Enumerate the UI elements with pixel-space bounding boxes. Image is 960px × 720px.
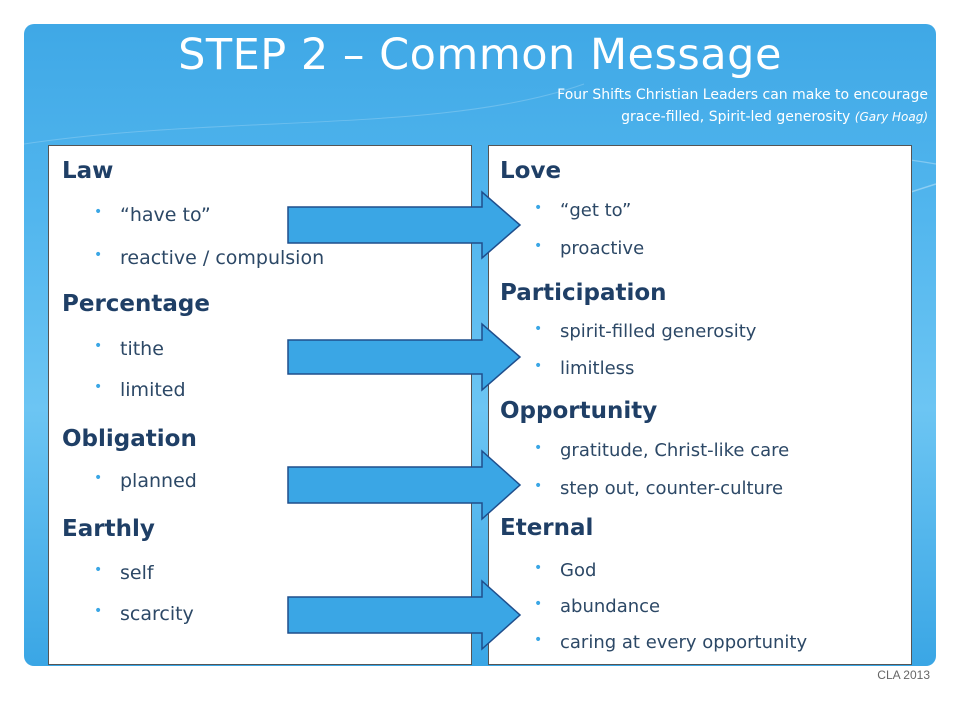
list-item-self: • self [94, 562, 154, 584]
bullet-dot-icon: • [94, 562, 103, 578]
list-item-scarcity: • scarcity [94, 603, 194, 625]
list-item-have-to: • “have to” [94, 204, 211, 226]
heading-opportunity: Opportunity [500, 398, 658, 424]
right-panel-love: Love •“get to” •proactive Participation … [488, 145, 912, 665]
bullet-dot-icon: • [534, 321, 543, 337]
list-item-proactive: • proactive [534, 238, 645, 259]
slide-title: STEP 2 – Common Message [178, 30, 782, 80]
heading-percentage: Percentage [62, 291, 210, 317]
list-item-reactive: • reactive / compulsion [94, 247, 325, 269]
heading-participation: Participation [500, 280, 667, 306]
item-text: limitless [560, 358, 635, 379]
list-item-limited: • limited [94, 379, 186, 401]
bullet-dot-icon: • [534, 478, 543, 494]
item-text: gratitude, Christ-like care [560, 440, 790, 461]
item-text: reactive / compulsion [120, 247, 325, 269]
footer-credit: CLA 2013 [877, 668, 930, 682]
item-text: planned [120, 470, 197, 492]
item-text: tithe [120, 338, 164, 360]
subtitle-line-2: grace-filled, Spirit-led generosity (Gar… [557, 106, 928, 128]
bullet-dot-icon: • [94, 603, 103, 619]
list-item-step-out: • step out, counter-culture [534, 478, 784, 499]
subtitle-line-2-text: grace-filled, Spirit-led generosity [621, 109, 851, 125]
heading-eternal: Eternal [500, 515, 594, 541]
right-arrow-icon [287, 579, 522, 651]
heading-love: Love [500, 158, 562, 184]
item-text: God [560, 560, 597, 581]
list-item-get-to: • “get to” [534, 200, 632, 221]
right-arrow-icon [287, 322, 522, 392]
bullet-dot-icon: • [534, 560, 543, 576]
bullet-dot-icon: • [94, 379, 103, 395]
list-item-caring: • caring at every opportunity [534, 632, 808, 653]
item-text: “get to” [560, 200, 632, 221]
subtitle-line-1: Four Shifts Christian Leaders can make t… [557, 87, 928, 103]
bullet-dot-icon: • [534, 596, 543, 612]
item-text: “have to” [120, 204, 211, 226]
item-text: spirit-filled generosity [560, 321, 757, 342]
list-item-spirit-filled: • spirit-filled generosity [534, 321, 757, 342]
right-arrow-icon [287, 449, 522, 521]
bullet-dot-icon: • [94, 247, 103, 263]
item-text: self [120, 562, 154, 584]
list-item-gratitude: • gratitude, Christ-like care [534, 440, 790, 461]
item-text: step out, counter-culture [560, 478, 784, 499]
bullet-dot-icon: • [534, 440, 543, 456]
bullet-dot-icon: • [534, 632, 543, 648]
heading-earthly: Earthly [62, 516, 155, 542]
item-text: scarcity [120, 603, 194, 625]
item-text: proactive [560, 238, 645, 259]
right-arrow-icon [287, 190, 522, 260]
bullet-dot-icon: • [534, 358, 543, 374]
list-item-tithe: • tithe [94, 338, 164, 360]
list-item-god: • God [534, 560, 597, 581]
bullet-dot-icon: • [94, 338, 103, 354]
list-item-limitless: • limitless [534, 358, 635, 379]
heading-obligation: Obligation [62, 426, 197, 452]
item-text: abundance [560, 596, 661, 617]
bullet-dot-icon: • [534, 200, 543, 216]
item-text: limited [120, 379, 186, 401]
list-item-abundance: • abundance [534, 596, 661, 617]
item-text: caring at every opportunity [560, 632, 808, 653]
subtitle-attribution: (Gary Hoag) [854, 110, 928, 124]
bullet-dot-icon: • [94, 204, 103, 220]
bullet-dot-icon: • [94, 470, 103, 486]
list-item-planned: • planned [94, 470, 197, 492]
bullet-dot-icon: • [534, 238, 543, 254]
slide-subtitle: Four Shifts Christian Leaders can make t… [557, 84, 928, 128]
heading-law: Law [62, 158, 114, 184]
